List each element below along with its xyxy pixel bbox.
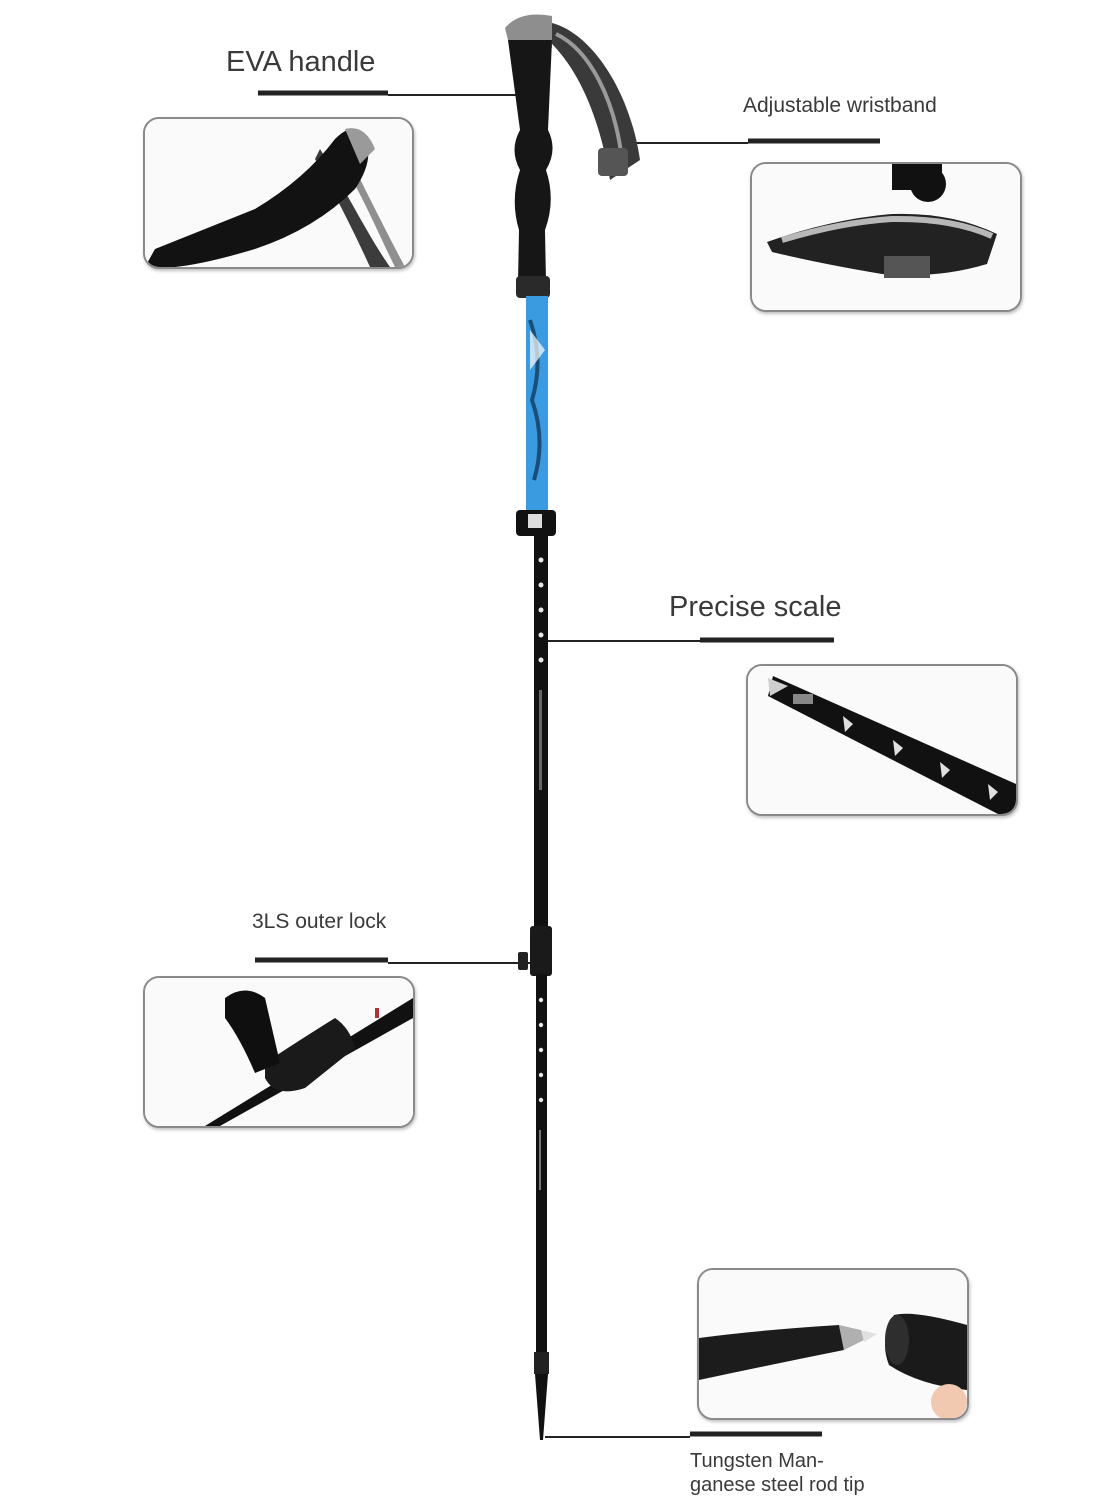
label-outer-lock: 3LS outer lock (252, 910, 387, 933)
label-precise-scale: Precise scale (669, 591, 842, 623)
outer-lock-detail (143, 976, 415, 1128)
outer-lock-detail-icon (145, 978, 413, 1126)
lower-lock (530, 926, 552, 976)
leader-lines (255, 90, 880, 1438)
scale-detail (746, 664, 1018, 816)
wrist-strap (548, 22, 640, 180)
label-rod-tip-line2: ganese steel rod tip (690, 1474, 865, 1496)
eva-handle-detail-icon (145, 119, 412, 267)
label-adjustable-wristband: Adjustable wristband (743, 94, 937, 117)
wristband-detail-icon (752, 164, 1020, 310)
eva-handle-detail (143, 117, 414, 269)
upper-section (526, 296, 548, 512)
rod-tip (535, 1374, 548, 1440)
rod-tip-detail (697, 1268, 969, 1420)
eva-grip (508, 40, 553, 282)
scale-detail-icon (748, 666, 1016, 814)
handle-cap (505, 14, 552, 48)
lower-section (536, 974, 547, 1354)
label-rod-tip-line1: Tungsten Man- (690, 1450, 824, 1472)
tip-collar (534, 1352, 549, 1374)
rod-tip-detail-icon (699, 1270, 967, 1418)
wristband-detail (750, 162, 1022, 312)
label-rod-tip: Tungsten Man- ganese steel rod tip (690, 1449, 950, 1497)
label-eva-handle: EVA handle (226, 46, 376, 78)
